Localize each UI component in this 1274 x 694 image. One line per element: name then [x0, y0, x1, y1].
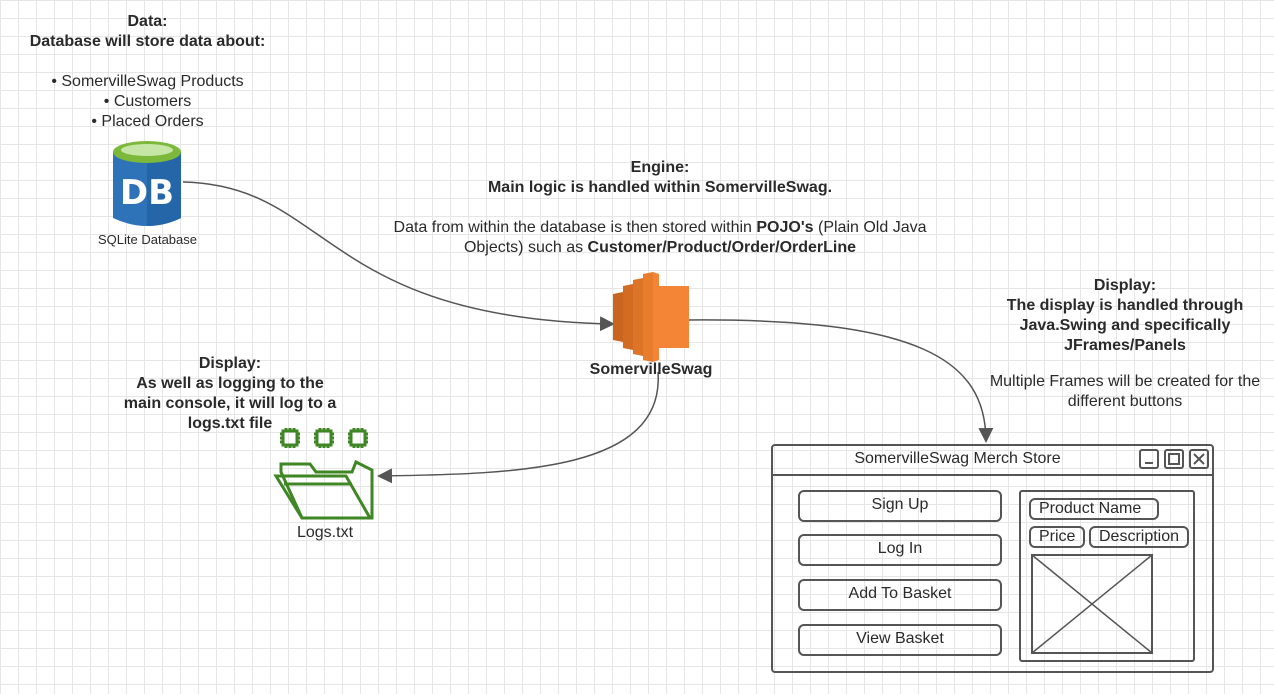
maximize-icon	[1168, 453, 1180, 465]
logs-folder-icon	[273, 428, 374, 520]
database-label: SQLite Database	[97, 232, 197, 247]
engine-to-window-connector	[687, 319, 994, 443]
close-button[interactable]	[1189, 449, 1209, 469]
engine-note-heading: Engine:	[630, 159, 690, 176]
db-to-engine-connector	[182, 181, 615, 332]
sign-up-button[interactable]: Sign Up	[798, 490, 1002, 522]
data-note-subheading: Database will store data about:	[29, 33, 266, 50]
engine-icon	[613, 272, 689, 362]
engine-note-line1: Main logic is handled within SomervilleS…	[487, 179, 833, 196]
display-right-note: Display: The display is handled through …	[975, 276, 1274, 412]
data-item-products: • SomervilleSwag Products	[51, 73, 244, 90]
database-icon-text: DB	[120, 173, 174, 213]
merch-store-window: SomervilleSwag Merch Store Sign Up Log I…	[771, 444, 1214, 673]
data-item-orders: • Placed Orders	[91, 113, 204, 130]
display-right-heading: Display:	[1093, 277, 1157, 294]
product-panel: Product Name Price Description	[1019, 490, 1195, 662]
price-field: Price	[1029, 526, 1086, 548]
window-titlebar: SomervilleSwag Merch Store	[773, 446, 1212, 476]
display-right-line4: Multiple Frames will be created for the	[989, 373, 1261, 390]
engine-to-logs-connector	[377, 371, 659, 484]
close-icon	[1193, 453, 1205, 465]
data-note-heading: Data:	[127, 13, 168, 30]
data-item-customers: • Customers	[103, 93, 192, 110]
display-left-note: Display: As well as logging to the main …	[95, 354, 365, 434]
display-left-heading: Display:	[198, 355, 262, 372]
display-right-line5: different buttons	[1067, 393, 1183, 410]
logs-label: Logs.txt	[296, 524, 354, 541]
view-basket-button[interactable]: View Basket	[798, 624, 1002, 656]
minimize-button[interactable]	[1139, 449, 1159, 469]
engine-note-line3: Objects) such as Customer/Product/Order/…	[463, 239, 857, 256]
description-field: Description	[1089, 526, 1190, 548]
data-note: Data: Database will store data about: • …	[20, 12, 275, 132]
display-right-line1: The display is handled through	[1006, 297, 1244, 314]
display-right-line2: Java.Swing and specifically	[1019, 317, 1231, 334]
product-name-field: Product Name	[1029, 498, 1159, 520]
display-left-line1: As well as logging to the	[136, 375, 324, 392]
display-right-line3: JFrames/Panels	[1064, 337, 1186, 354]
window-title: SomervilleSwag Merch Store	[854, 450, 1061, 467]
engine-note-line2: Data from within the database is then st…	[393, 219, 927, 236]
engine-note: Engine: Main logic is handled within Som…	[370, 158, 950, 258]
database-icon: DB	[113, 141, 181, 226]
engine-label: SomervilleSwag	[589, 361, 713, 378]
maximize-button[interactable]	[1164, 449, 1184, 469]
log-in-button[interactable]: Log In	[798, 534, 1002, 566]
minimize-icon	[1145, 462, 1153, 464]
display-left-line2: main console, it will log to a	[123, 395, 337, 412]
add-to-basket-button[interactable]: Add To Basket	[798, 579, 1002, 611]
product-image-placeholder	[1031, 554, 1153, 654]
display-left-line3: logs.txt file	[187, 415, 273, 432]
